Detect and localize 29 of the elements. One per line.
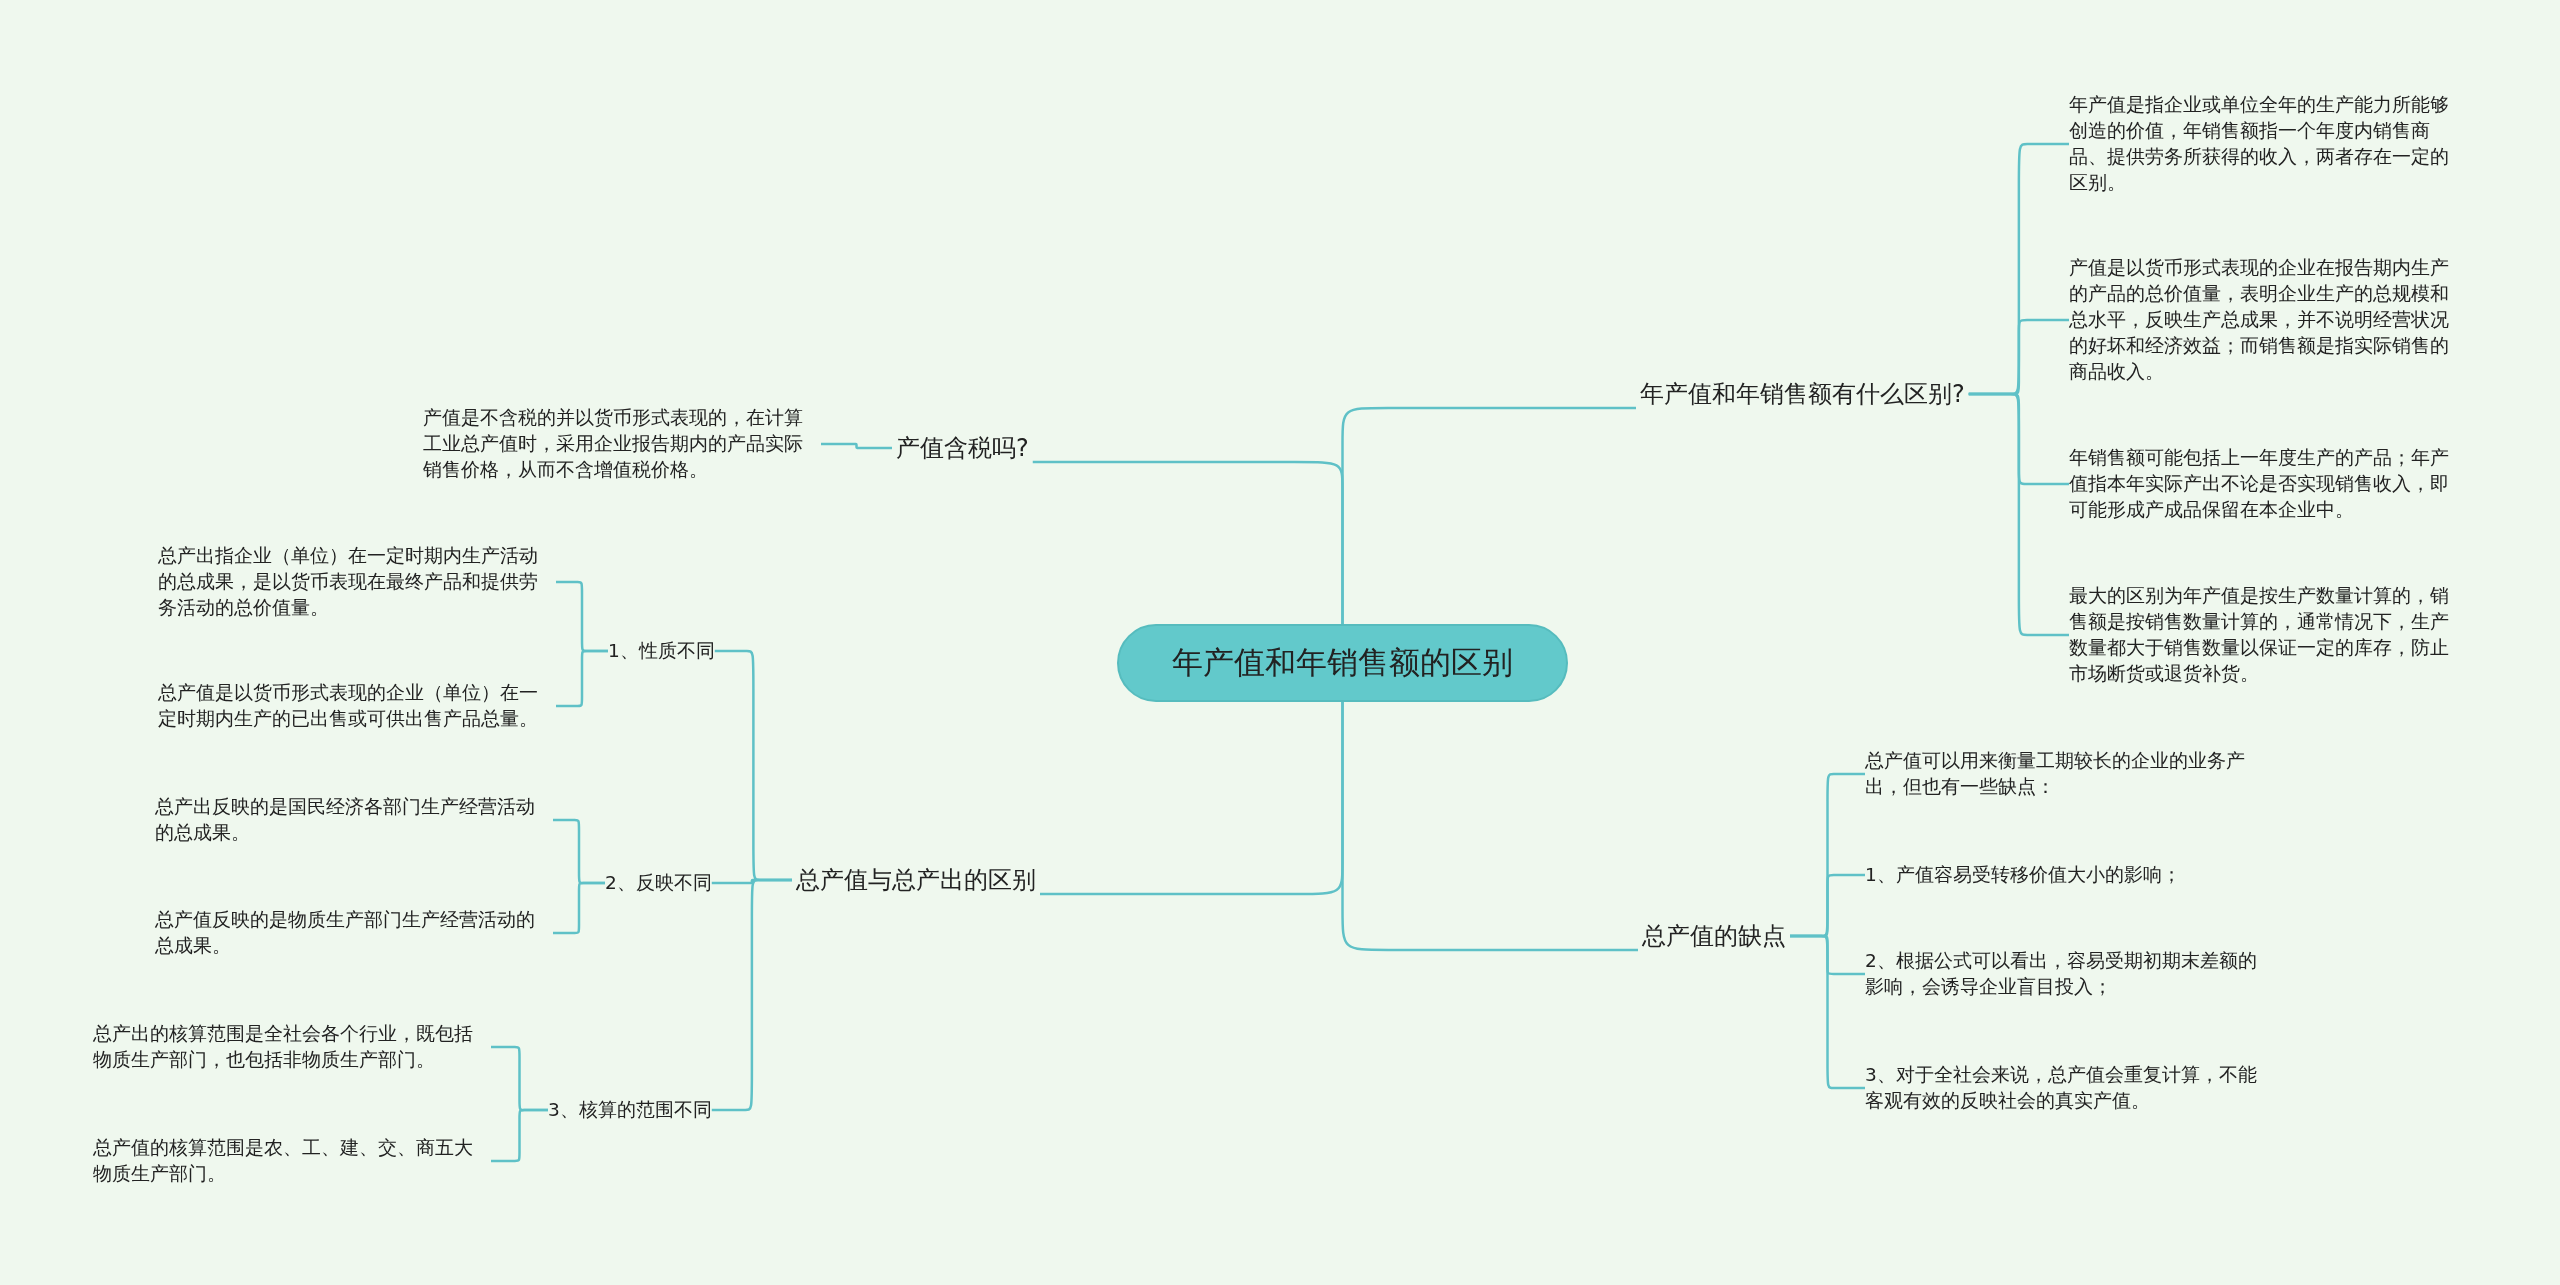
connector-line: [1040, 700, 1344, 896]
subtopic-text: 2、根据公式可以看出，容易受期初期末差额的影响，会诱导企业盲目投入；: [1865, 949, 2258, 999]
connector-line: [711, 878, 792, 1112]
topic-title: 年产值和年销售额的区别: [1172, 643, 1513, 682]
note-text: 总产值反映的是物质生产部门生产经营活动的总成果。: [155, 908, 536, 958]
subtopic-label: 1、性质不同: [608, 639, 715, 663]
subtopic-text: 总产值可以用来衡量工期较长的企业的业务产出，但也有一些缺点：: [1865, 749, 2246, 799]
note-text: 总产值是以货币形式表现的企业（单位）在一定时期内生产的已出售或可供出售产品总量。: [158, 681, 539, 731]
connector-line: [1032, 460, 1344, 626]
note-text: 总产值的核算范围是农、工、建、交、商五大物质生产部门。: [93, 1136, 474, 1186]
branch-topic: 年产值和年销售额有什么区别?: [1640, 379, 1965, 410]
branch-topic: 总产值的缺点: [1642, 921, 1786, 952]
subtopic-text: 产值是以货币形式表现的企业在报告期内生产的产品的总价值量，表明企业生产的总规模和总水平，反映生产总成果，并不说明经营状况的好坏和经济效益；而销售额是指实际销售的商品收入。: [2069, 256, 2450, 384]
subtopic-label: 2、反映不同: [605, 871, 712, 895]
note-text: 总产出的核算范围是全社会各个行业，既包括物质生产部门，也包括非物质生产部门。: [93, 1022, 474, 1072]
connector-line: [821, 442, 892, 450]
note-text: 总产出反映的是国民经济各部门生产经营活动的总成果。: [155, 795, 536, 845]
subtopic-text: 1、产值容易受转移价值大小的影响；: [1865, 863, 2182, 887]
subtopic-text: 年产值是指企业或单位全年的生产能力所能够创造的价值，年销售额指一个年度内销售商品、提供劳务所获得的收入，两者存在一定的区别。: [2069, 93, 2450, 195]
subtopic-text: 最大的区别为年产值是按生产数量计算的，销售额是按销售数量计算的，通常情况下，生产数量都大于销售数量以保证一定的库存，防止市场断货或退货补货。: [2069, 584, 2450, 686]
connector-line: [1968, 392, 2069, 637]
subtopic-text: 产值是不含税的并以货币形式表现的，在计算工业总产值时，采用企业报告期内的产品实际销售价格，从而不含增值税价格。: [423, 406, 804, 482]
subtopic-label: 3、核算的范围不同: [548, 1098, 712, 1122]
subtopic-text: 3、对于全社会来说，总产值会重复计算，不能客观有效的反映社会的真实产值。: [1865, 1063, 2258, 1113]
note-text: 总产出指企业（单位）在一定时期内生产活动的总成果，是以货币表现在最终产品和提供劳务活动的总价值量。: [158, 544, 539, 620]
branch-topic: 总产值与总产出的区别: [796, 865, 1036, 896]
branch-topic: 产值含税吗?: [896, 433, 1029, 464]
subtopic-text: 年销售额可能包括上一年度生产的产品；年产值指本年实际产出不论是否实现销售收入，即可能形成产成品保留在本企业中。: [2069, 446, 2450, 522]
connector-line: [1790, 934, 1865, 1090]
